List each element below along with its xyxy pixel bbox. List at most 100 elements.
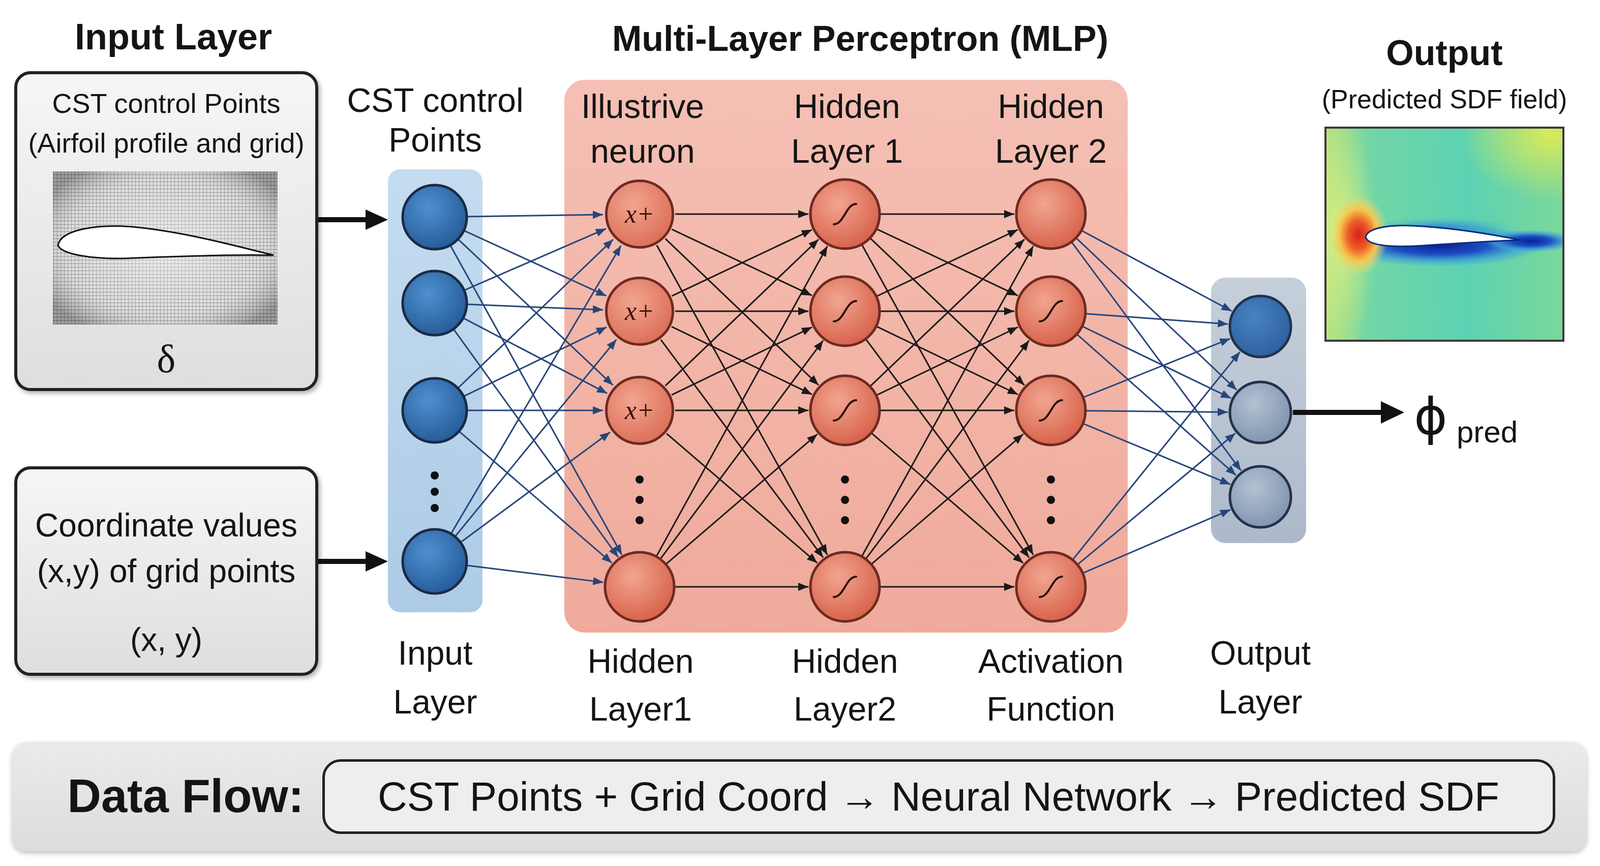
layer-label: Activation Function [964, 637, 1138, 733]
neuron-link [880, 409, 1015, 412]
neuron-link [862, 246, 1034, 556]
neuron-links [450, 214, 1242, 587]
neuron-link [866, 339, 1030, 558]
neuron-link [1072, 242, 1242, 471]
ellipsis-dot [1046, 516, 1055, 525]
arrow-head [1380, 401, 1405, 424]
neuron-circle [810, 552, 880, 622]
column-heading: Hidden Layer 1 [770, 83, 924, 174]
sdf-low-region [1332, 223, 1546, 267]
neuron-circle [810, 276, 880, 346]
neuron-link [1082, 230, 1232, 312]
data-flow-box: CST Points + Grid Coord → Neural Network… [322, 759, 1556, 834]
neuron-circle [1229, 466, 1291, 528]
neuron-circle [402, 185, 467, 250]
neuron-link [656, 245, 828, 555]
column-heading: Hidden Layer 2 [974, 83, 1128, 174]
input-layer-band: CST control PointsInput Layer [387, 169, 483, 613]
sigmoid-symbol [833, 576, 857, 597]
neuron-circle [402, 378, 467, 443]
neuron-link [1083, 338, 1231, 398]
sdf-image-frame: Output(Predicted SDF field) [1324, 126, 1565, 342]
neuron-link [1086, 313, 1228, 324]
sigmoid-symbol [833, 400, 857, 421]
ellipsis-dot [840, 495, 850, 504]
ellipsis-dot [635, 495, 644, 504]
neuron-link [1086, 410, 1228, 413]
neuron-link [671, 326, 812, 395]
neuron-link [877, 229, 1018, 296]
sdf-background [1326, 128, 1563, 340]
neuron-group [402, 179, 1291, 622]
neuron-link [671, 326, 812, 395]
neuron-link [666, 434, 818, 564]
arrow-connector [318, 217, 366, 223]
neuron-link [871, 433, 1023, 564]
neuron-link [458, 239, 613, 386]
ellipsis-dot [430, 471, 439, 480]
layer-label: Hidden Layer2 [768, 637, 922, 733]
input-box: Coordinate values (x,y) of grid points(x… [14, 466, 319, 676]
neuron-link [877, 326, 1018, 395]
neuron-circle [605, 552, 675, 622]
neuron-link [455, 339, 617, 536]
layer-label: Output Layer [1194, 628, 1327, 727]
neuron-circle [1229, 381, 1291, 443]
sigmoid-symbol [833, 203, 857, 225]
neuron-circle [810, 375, 880, 445]
neuron-link [866, 340, 1030, 559]
neuron-symbol: x+ [609, 395, 671, 426]
arrow-connector [318, 558, 366, 564]
neuron-link [675, 409, 809, 412]
neuron-link [467, 409, 603, 412]
layer-label: Hidden Layer1 [564, 637, 717, 733]
ellipsis-dot [840, 475, 850, 484]
neuron-link [656, 246, 828, 556]
input-box: CST control Points (Airfoil profile and … [14, 71, 319, 391]
ellipsis-dot [635, 475, 644, 484]
neuron-link [450, 246, 623, 555]
neuron-link [451, 245, 621, 533]
column-heading: CST control Points [338, 80, 532, 160]
symbol-label: δ [115, 336, 218, 382]
ellipsis-dot [840, 516, 850, 525]
panel-heading: Multi-Layer Perceptron (MLP) [529, 17, 1191, 60]
box-title: CST control Points (Airfoil profile and … [19, 83, 313, 163]
neuron-link [459, 431, 612, 563]
neuron-circle [402, 529, 467, 594]
neuron-circle: x+ [605, 276, 675, 346]
neuron-link [1083, 509, 1231, 573]
neuron-link [1076, 238, 1237, 390]
sigmoid-symbol [1039, 400, 1063, 421]
output-layer-band: Output Layer [1211, 277, 1307, 543]
data-flow-bar: CST Points + Grid Coord → Neural Network… [12, 741, 1587, 852]
neuron-link [671, 229, 812, 296]
connector-group [318, 219, 366, 562]
neuron-link [458, 239, 614, 388]
section-subheading: (Predicted SDF field) [1291, 83, 1597, 115]
neuron-link [464, 326, 608, 396]
neuron-link [877, 326, 1018, 395]
layer-label: Input Layer [371, 628, 499, 727]
neuron-circle [1229, 295, 1291, 357]
section-heading: Output [1291, 31, 1597, 75]
neuron-link [671, 229, 812, 296]
sdf-low-region [1365, 216, 1519, 241]
neuron-circle [1016, 179, 1086, 249]
airfoil-shape [1365, 225, 1521, 247]
neuron-link [870, 238, 1025, 385]
neuron-link [675, 586, 809, 588]
sigmoid-symbol [1039, 576, 1063, 597]
mesh-shading [52, 171, 278, 325]
section-heading: Input Layer [20, 15, 326, 58]
sdf-field-figure [1326, 128, 1563, 340]
neuron-link [467, 304, 603, 311]
neuron-link [461, 432, 611, 542]
neuron-link [871, 434, 1023, 564]
activation-symbols [833, 203, 1063, 597]
box-subtitle: (x, y) [64, 616, 268, 663]
neuron-link [665, 238, 819, 385]
neuron-link [665, 239, 819, 386]
